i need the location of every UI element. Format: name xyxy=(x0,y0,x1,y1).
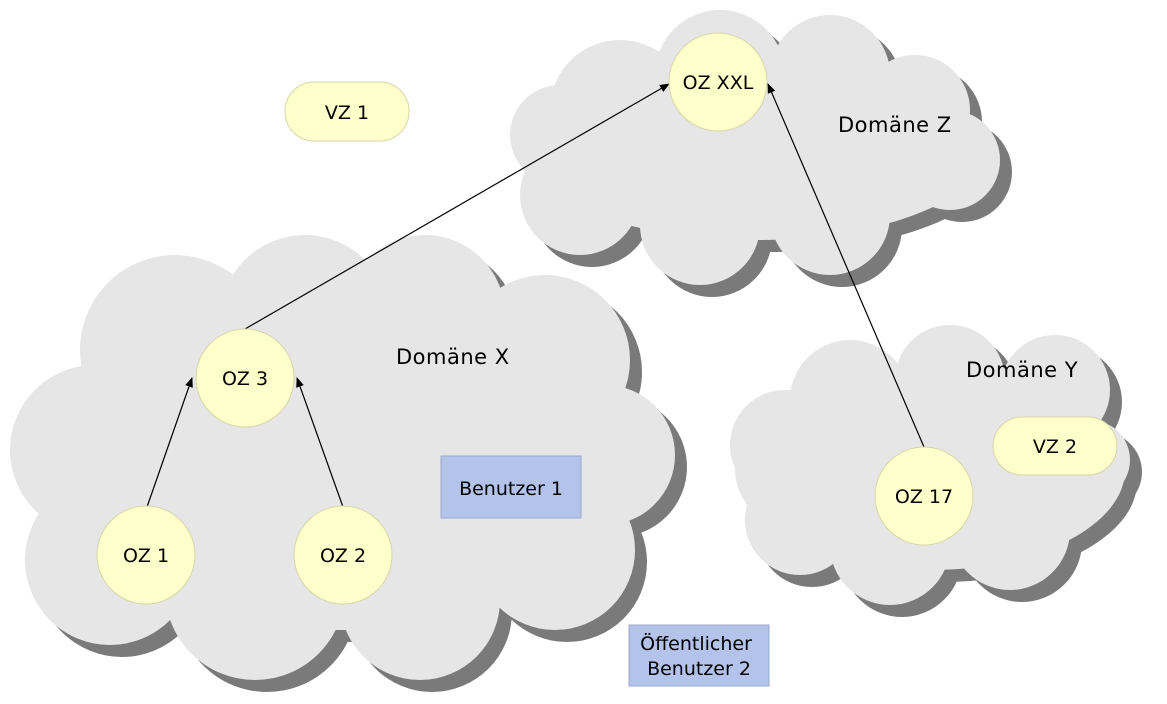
arrow-oz3-to-ozxxl xyxy=(244,83,670,330)
node-oz-3[interactable]: OZ 3 xyxy=(195,328,295,428)
arrows xyxy=(146,83,925,508)
node-oz-1[interactable]: OZ 1 xyxy=(96,505,196,605)
node-oz-2[interactable]: OZ 2 xyxy=(293,505,393,605)
user-2-box[interactable]: Öffentlicher Benutzer 2 xyxy=(628,624,770,687)
arrow-oz1-to-oz3 xyxy=(146,377,193,508)
node-oz-xxl-label: OZ XXL xyxy=(683,72,754,94)
node-vz-1-label: VZ 1 xyxy=(325,102,369,124)
node-vz-2[interactable]: VZ 2 xyxy=(992,416,1118,476)
node-oz-xxl[interactable]: OZ XXL xyxy=(668,32,768,132)
node-oz-17-label: OZ 17 xyxy=(895,486,953,508)
user-1-label: Benutzer 1 xyxy=(459,478,563,500)
node-vz-2-label: VZ 2 xyxy=(1033,436,1077,458)
user-2-label-line1: Öffentlicher xyxy=(640,632,752,655)
node-oz-2-label: OZ 2 xyxy=(320,545,366,567)
node-oz-3-label: OZ 3 xyxy=(222,368,268,390)
arrow-oz17-to-ozxxl xyxy=(767,83,925,448)
user-2-label-line2: Benutzer 2 xyxy=(647,658,751,680)
domain-z-label: Domäne Z xyxy=(838,113,952,137)
domain-y-label: Domäne Y xyxy=(966,358,1078,382)
user-1-box[interactable]: Benutzer 1 xyxy=(440,455,582,519)
domain-z-cloud xyxy=(510,10,1012,297)
node-vz-1[interactable]: VZ 1 xyxy=(284,81,410,142)
arrow-oz2-to-oz3 xyxy=(296,377,344,508)
node-oz-1-label: OZ 1 xyxy=(123,545,169,567)
domain-x-label: Domäne X xyxy=(396,345,510,369)
domain-x-cloud xyxy=(10,235,687,692)
node-oz-17[interactable]: OZ 17 xyxy=(874,446,974,546)
